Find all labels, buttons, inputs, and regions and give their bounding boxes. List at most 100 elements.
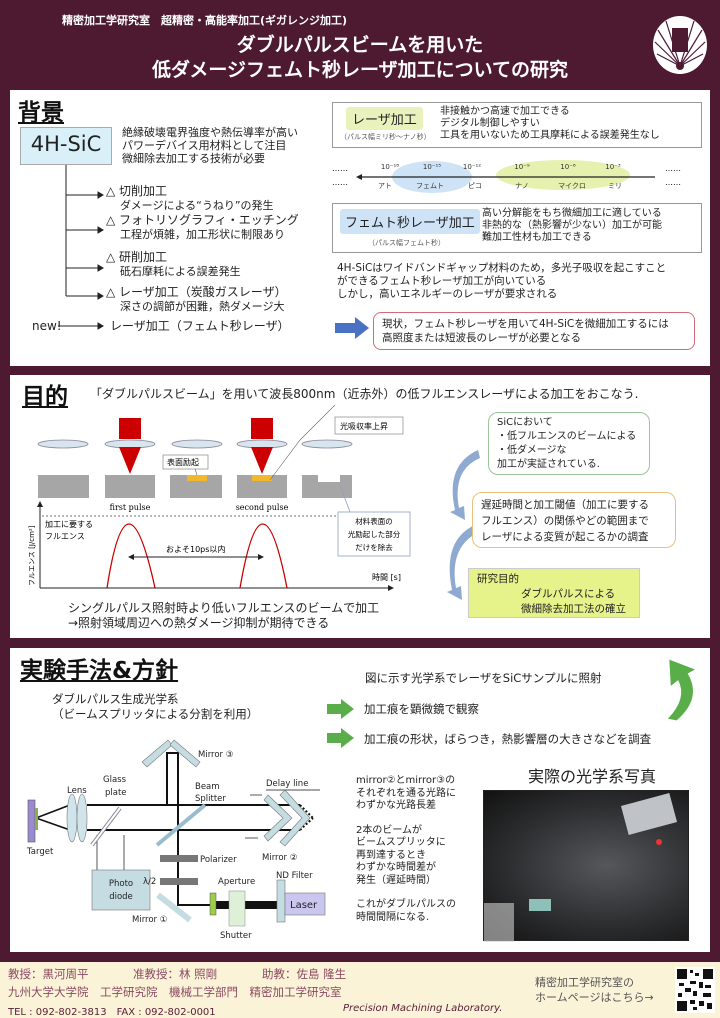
callout-line: だけを除去 <box>355 542 393 552</box>
scale-dots: …… <box>332 164 348 173</box>
conclusion-line: 現状，フェムト秒レーザを用いて4H-SiCを微細加工するには <box>382 318 669 330</box>
callout-line: 光励起した部分 <box>348 529 401 539</box>
femto-caption: （パルス幅フェムト秒） <box>368 239 445 247</box>
poster-title-2: 低ダメージフェムト秒レーザ加工についての研究 <box>151 59 569 81</box>
note-line: 2本のビームが <box>356 824 423 836</box>
step-2: 加工痕を顕微鏡で観察 <box>364 702 479 716</box>
lens-icon <box>301 439 353 449</box>
goal-label: 研究目的 <box>477 573 519 585</box>
method-title: △ 切削加工 <box>106 184 168 198</box>
affiliation: 九州大学大学院 工学研究院 機械工学部門 精密加工学研究室 <box>8 985 342 999</box>
right-arrow-icon <box>335 317 369 339</box>
optics-label: Shutter <box>220 931 252 941</box>
scale-dots: …… <box>665 164 681 173</box>
excited-layer <box>252 475 272 481</box>
scale-name: ミリ <box>608 182 622 190</box>
x-axis-label: 時間 [s] <box>372 573 401 582</box>
subtitle-line: （ビームスプリッタによる分割を利用） <box>52 707 259 721</box>
lens-icon <box>37 439 89 449</box>
photodiode-icon <box>91 869 151 911</box>
contact: TEL : 092-802-3813 FAX : 092-802-0001 <box>8 1007 216 1018</box>
new-method: レーザ加工（フェムト秒レーザ） <box>110 319 290 333</box>
polarizer-icon <box>160 855 198 862</box>
homepage-link[interactable]: 精密加工学研究室のホームページはこちら→ <box>535 975 654 1005</box>
university-logo-icon <box>653 16 707 74</box>
threshold-label: 加工に要する <box>45 519 93 529</box>
nd-filter-icon <box>276 879 286 923</box>
scale-name: マイクロ <box>558 182 586 190</box>
flow-line: ・低ダメージな <box>497 445 567 456</box>
conclusion-box: 現状，フェムト秒レーザを用いて4H-SiCを微細加工するには高照度または短波長の… <box>373 312 695 350</box>
scale-exponent: 10⁻¹⁵ <box>423 163 441 171</box>
laser-beam <box>251 418 273 439</box>
conclusion-line: 高照度または短波長のレーザが必要となる <box>382 332 581 344</box>
optics-label: plate <box>105 788 127 798</box>
lens-icon <box>104 439 156 449</box>
optical-setup-photo <box>483 790 689 942</box>
optics-label: Glass <box>103 775 127 785</box>
scale-name: ピコ <box>468 182 482 190</box>
method-title: △ 研削加工 <box>106 250 168 264</box>
homepage-line: 精密加工学研究室の <box>535 976 634 989</box>
aperture-icon <box>209 892 217 916</box>
optics-label: Splitter <box>195 794 226 804</box>
desc-line: 絶縁破壊電界強度や熱伝導率が高い <box>122 126 298 139</box>
scale-dots: …… <box>332 178 348 187</box>
half-wave-plate-icon <box>160 878 198 885</box>
note-line: わずかな時間差が <box>356 862 436 873</box>
scale-exponent: 10⁻¹² <box>463 163 481 171</box>
scale-name: アト <box>378 182 392 190</box>
excited-layer <box>187 475 207 481</box>
first-pulse-curve <box>106 523 156 589</box>
absorption-label: 光吸収率上昇 <box>340 421 388 431</box>
callout-line: 材料表面の <box>355 516 393 526</box>
note-line: 時間間隔になる. <box>356 911 430 923</box>
interval-label: およそ10ps以内 <box>166 544 225 554</box>
optics-label: λ/2 <box>143 877 156 887</box>
laser-point: 非接触かつ高速で加工できる <box>440 106 570 117</box>
method-item: △ 研削加工砥石摩耗による誤差発生 <box>106 250 241 278</box>
summary-line: →照射領域周辺への熱ダメージ抑制が期待できる <box>68 616 330 630</box>
lab-line: 精密加工学研究室 超精密・高能率加工(ギガレンジ加工) <box>62 14 348 27</box>
note-line: 再到達するとき <box>356 849 426 861</box>
goal-box: 研究目的 ダブルパルスによる 微細除去加工法の確立 <box>468 568 640 618</box>
mirror-icon <box>141 739 201 768</box>
sample-block <box>237 475 287 498</box>
background-heading: 背景 <box>18 100 64 126</box>
sample-block <box>105 475 155 498</box>
scale-exponent: 10⁻¹⁸ <box>381 163 399 171</box>
paragraph-line: 4H-SiCはワイドバンドギャップ材料のため，多光子吸収を起こすこと <box>337 262 667 274</box>
material-box <box>20 127 112 165</box>
scale-name: ナノ <box>515 182 529 190</box>
sample-block <box>302 475 352 498</box>
femto-points: 高い分解能をもち微細加工に適している非熱的な（熱影響が少ない）加工が可能難加工性… <box>482 208 662 244</box>
flow-line: 加工が実証されている. <box>497 459 600 470</box>
goal-line: 微細除去加工法の確立 <box>521 603 626 615</box>
qr-code-icon[interactable] <box>675 967 715 1013</box>
method-title: △ レーザ加工（炭酸ガスレーザ） <box>106 285 287 299</box>
note-line: これがダブルパルスの <box>356 899 456 910</box>
threshold-label: フルエンス <box>45 532 85 541</box>
first-pulse-label: first pulse <box>110 503 151 512</box>
sample-block <box>38 475 89 498</box>
method-tree-lines <box>58 165 104 330</box>
mirror-icon <box>263 789 311 847</box>
second-pulse-curve <box>239 523 288 589</box>
laser-points: 非接触かつ高速で加工できるデジタル制御しやすい工具を用いないため工具摩耗による誤… <box>440 106 660 142</box>
femto-point: 難加工性材も加工できる <box>482 232 592 243</box>
green-arrow-icon <box>327 699 354 719</box>
lens-icon <box>76 793 88 843</box>
method-item: △ レーザ加工（炭酸ガスレーザ）深さの調節が困難，熱ダメージ大 <box>106 285 287 313</box>
flow-line: 遅延時間と加工閾値（加工に要する <box>481 499 649 511</box>
photo-title: 実際の光学系写真 <box>528 767 657 786</box>
purpose-heading: 目的 <box>22 384 68 410</box>
note-line: 発生（遅延時間） <box>356 874 436 886</box>
paragraph-line: ができるフェムト秒レーザ加工が向いている <box>337 275 547 287</box>
laser-point: デジタル制御しやすい <box>440 118 540 129</box>
purpose-intro: 「ダブルパルスビーム」を用いて波長800nm（近赤外）の低フルエンスレーザによる… <box>90 387 639 401</box>
note-line: それぞれを通る光路に <box>356 787 456 799</box>
optics-label: Laser <box>290 900 318 911</box>
optics-subtitle: ダブルパルス生成光学系（ビームスプリッタによる分割を利用） <box>52 692 258 722</box>
optics-label: Mirror ③ <box>198 750 233 760</box>
nano-milli-region <box>496 160 630 190</box>
